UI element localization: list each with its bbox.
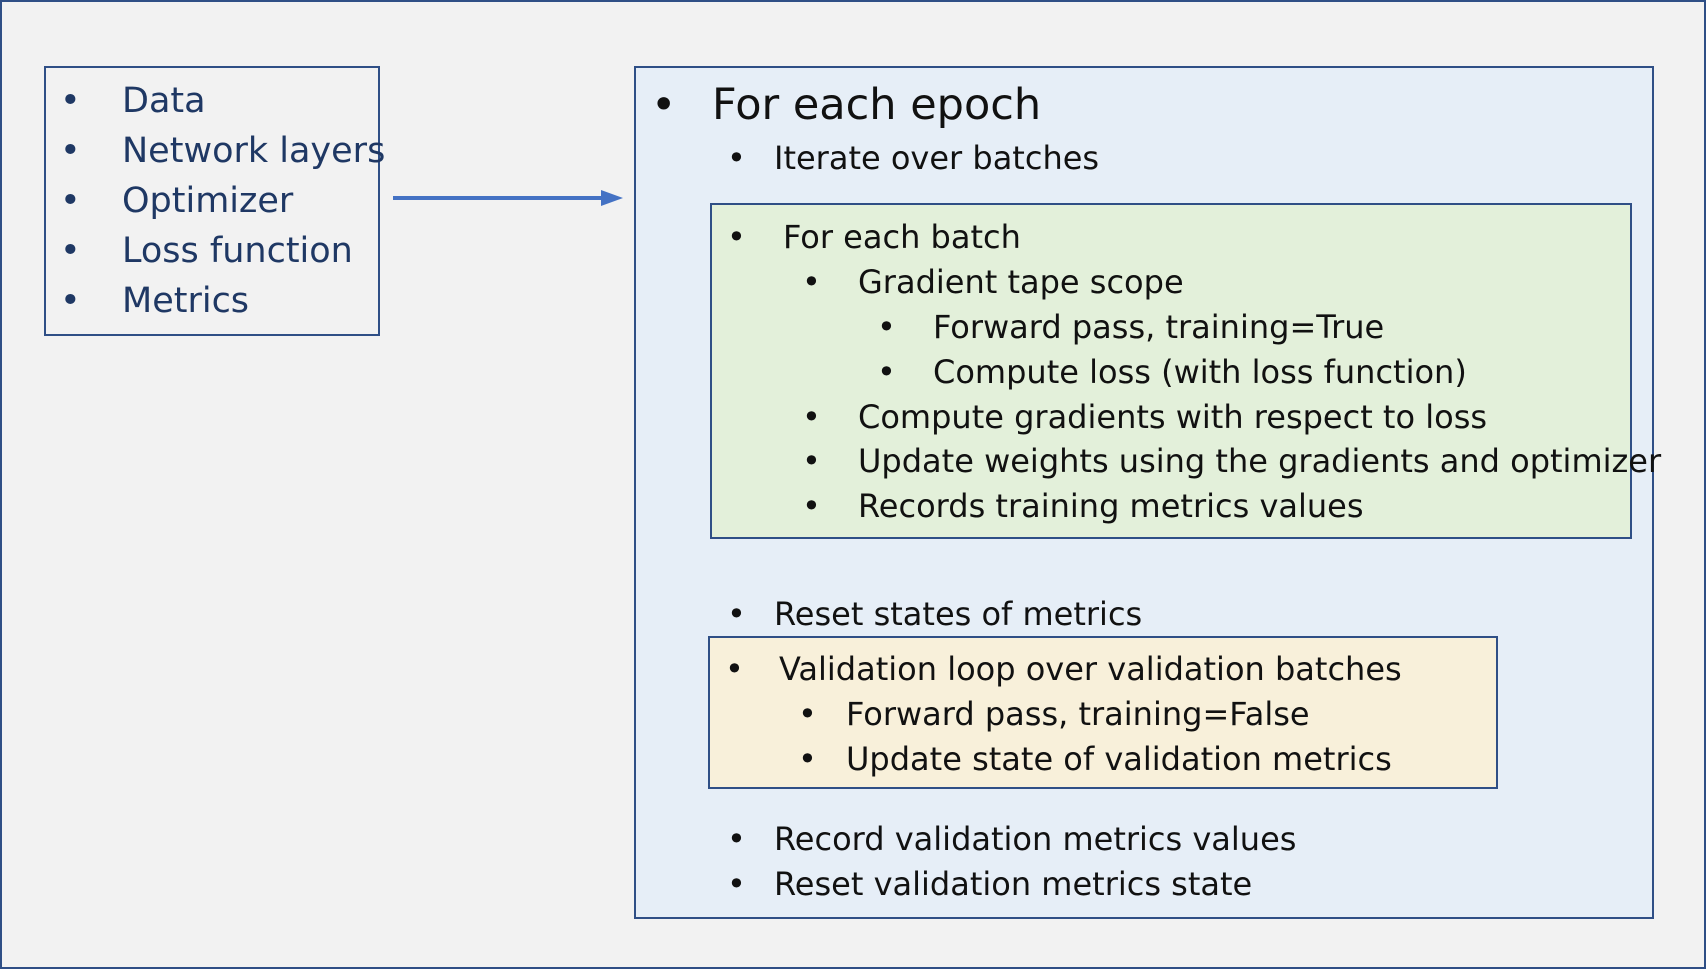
- setup-box: •Data •Network layers •Optimizer •Loss f…: [44, 66, 385, 336]
- batch-box: •For each batch •Gradient tape scope •Fo…: [710, 203, 1661, 539]
- flow-arrow-icon: [393, 190, 623, 206]
- validation-box: •Validation loop over validation batches…: [708, 636, 1498, 789]
